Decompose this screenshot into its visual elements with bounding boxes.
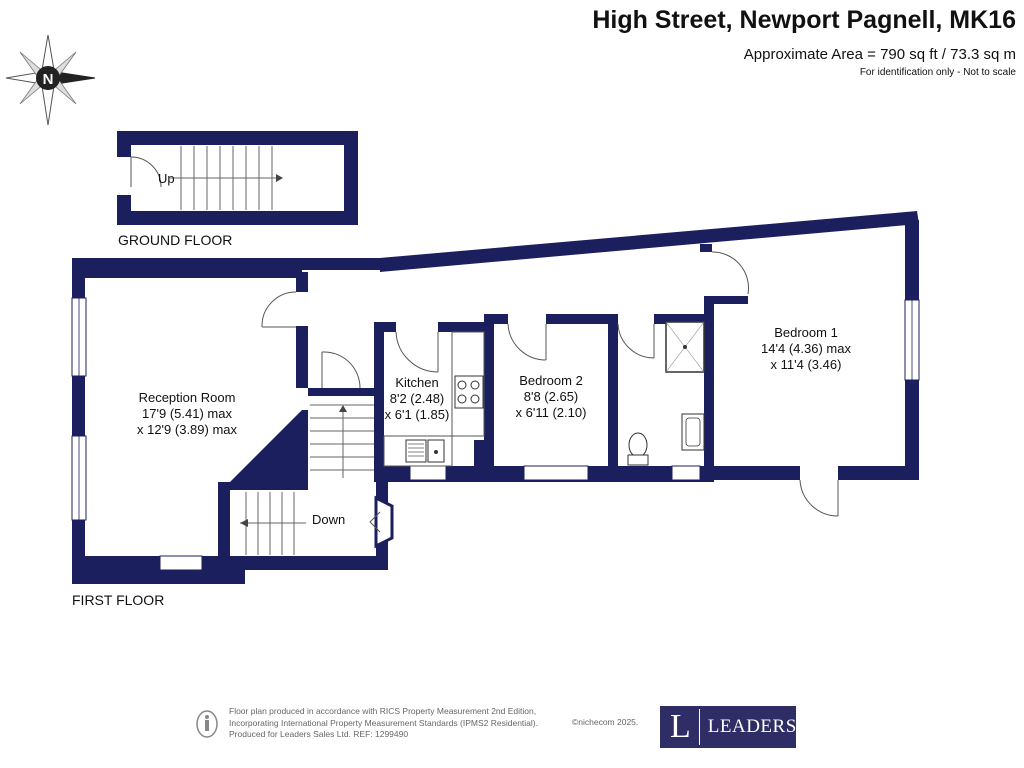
bedroom2-dim2: x 6'11 (2.10) xyxy=(516,405,587,420)
rics-icon xyxy=(196,710,218,738)
first-floor-label: FIRST FLOOR xyxy=(72,592,164,608)
footer-line-3: Produced for Leaders Sales Ltd. REF: 129… xyxy=(229,729,409,739)
room-bedroom-2: Bedroom 2 8'8 (2.65) x 6'11 (2.10) xyxy=(516,373,587,420)
kitchen-name: Kitchen xyxy=(395,375,438,390)
area-summary: Approximate Area = 790 sq ft / 73.3 sq m xyxy=(743,46,1016,63)
reception-name: Reception Room xyxy=(139,390,236,405)
room-bedroom-1: Bedroom 1 14'4 (4.36) max x 11'4 (3.46) xyxy=(761,325,851,372)
scale-note: For identification only - Not to scale xyxy=(859,67,1016,78)
logo-letter: L xyxy=(660,709,700,745)
compass-label: N xyxy=(43,71,54,88)
bedroom1-name: Bedroom 1 xyxy=(774,325,838,340)
room-reception: Reception Room 17'9 (5.41) max x 12'9 (3… xyxy=(137,390,238,437)
footer-copyright: ©nichecom 2025. xyxy=(572,717,639,727)
kitchen-dim1: 8'2 (2.48) xyxy=(390,391,445,406)
footer-disclaimer: Floor plan produced in accordance with R… xyxy=(229,706,538,741)
reception-dim2: x 12'9 (3.89) max xyxy=(137,422,238,437)
ground-floor-plan: Up GROUND FLOOR xyxy=(110,131,358,248)
first-floor-plan: Down xyxy=(71,211,920,608)
reception-dim1: 17'9 (5.41) max xyxy=(142,406,232,421)
footer-line-1: Floor plan produced in accordance with R… xyxy=(229,706,537,716)
logo-wordmark: LEADERS xyxy=(707,716,797,737)
page-title: High Street, Newport Pagnell, MK16 xyxy=(592,6,1016,34)
footer-line-2: Incorporating International Property Mea… xyxy=(229,717,538,728)
bedroom2-dim1: 8'8 (2.65) xyxy=(524,389,579,404)
floor-plan: N Up GROUND FLOOR xyxy=(5,34,920,608)
room-kitchen: Kitchen 8'2 (2.48) x 6'1 (1.85) xyxy=(385,375,450,422)
ground-stairs-label: Up xyxy=(158,171,175,186)
bedroom1-dim1: 14'4 (4.36) max xyxy=(761,341,851,356)
compass-rose-icon: N xyxy=(5,34,96,126)
ground-floor-label: GROUND FLOOR xyxy=(118,232,232,248)
first-stairs-label: Down xyxy=(312,512,345,527)
bedroom1-dim2: x 11'4 (3.46) xyxy=(771,357,842,372)
bedroom2-name: Bedroom 2 xyxy=(519,373,583,388)
leaders-logo: L LEADERS xyxy=(660,706,796,748)
kitchen-dim2: x 6'1 (1.85) xyxy=(385,407,450,422)
